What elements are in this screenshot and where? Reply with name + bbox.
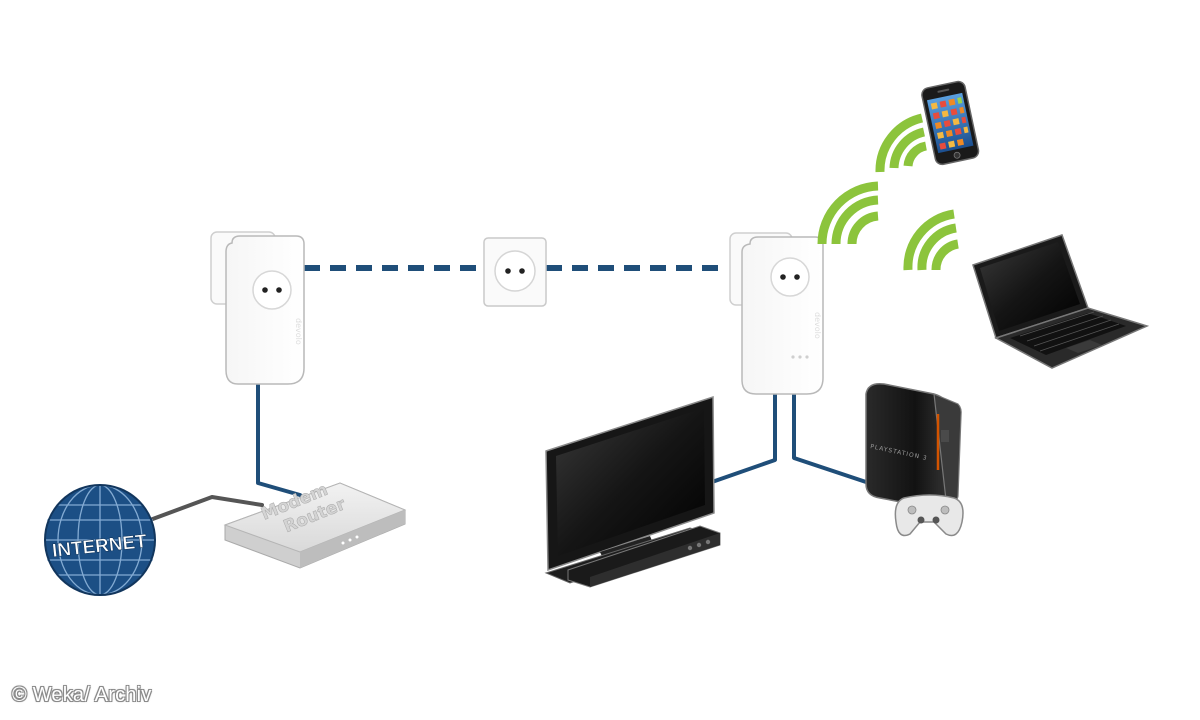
game-console-icon: PLAYSTATION 3 [865, 382, 962, 510]
adapter-right-brand: devolo [813, 312, 822, 339]
router-icon: Modem Router [223, 480, 407, 569]
adapter-router-cable [256, 380, 302, 497]
adapter-left-brand: devolo [294, 318, 303, 345]
cables [148, 265, 868, 522]
internet-cable [148, 495, 264, 522]
plug-adapter-right-icon: devolo [729, 232, 824, 395]
gamepad-icon [894, 494, 964, 537]
adapter-tv-cable [710, 391, 777, 484]
copyright-credit: © Weka/ Archiv [12, 684, 152, 706]
wifi-icon [817, 113, 960, 271]
smartphone-icon [921, 80, 980, 166]
tv-icon [544, 395, 721, 588]
adapter-console-cable [792, 391, 868, 484]
laptop-icon [972, 234, 1150, 369]
plug-adapter-left-icon: devolo [210, 231, 305, 385]
wall-socket-icon [483, 237, 547, 307]
globe-icon: INTERNET [44, 484, 156, 596]
